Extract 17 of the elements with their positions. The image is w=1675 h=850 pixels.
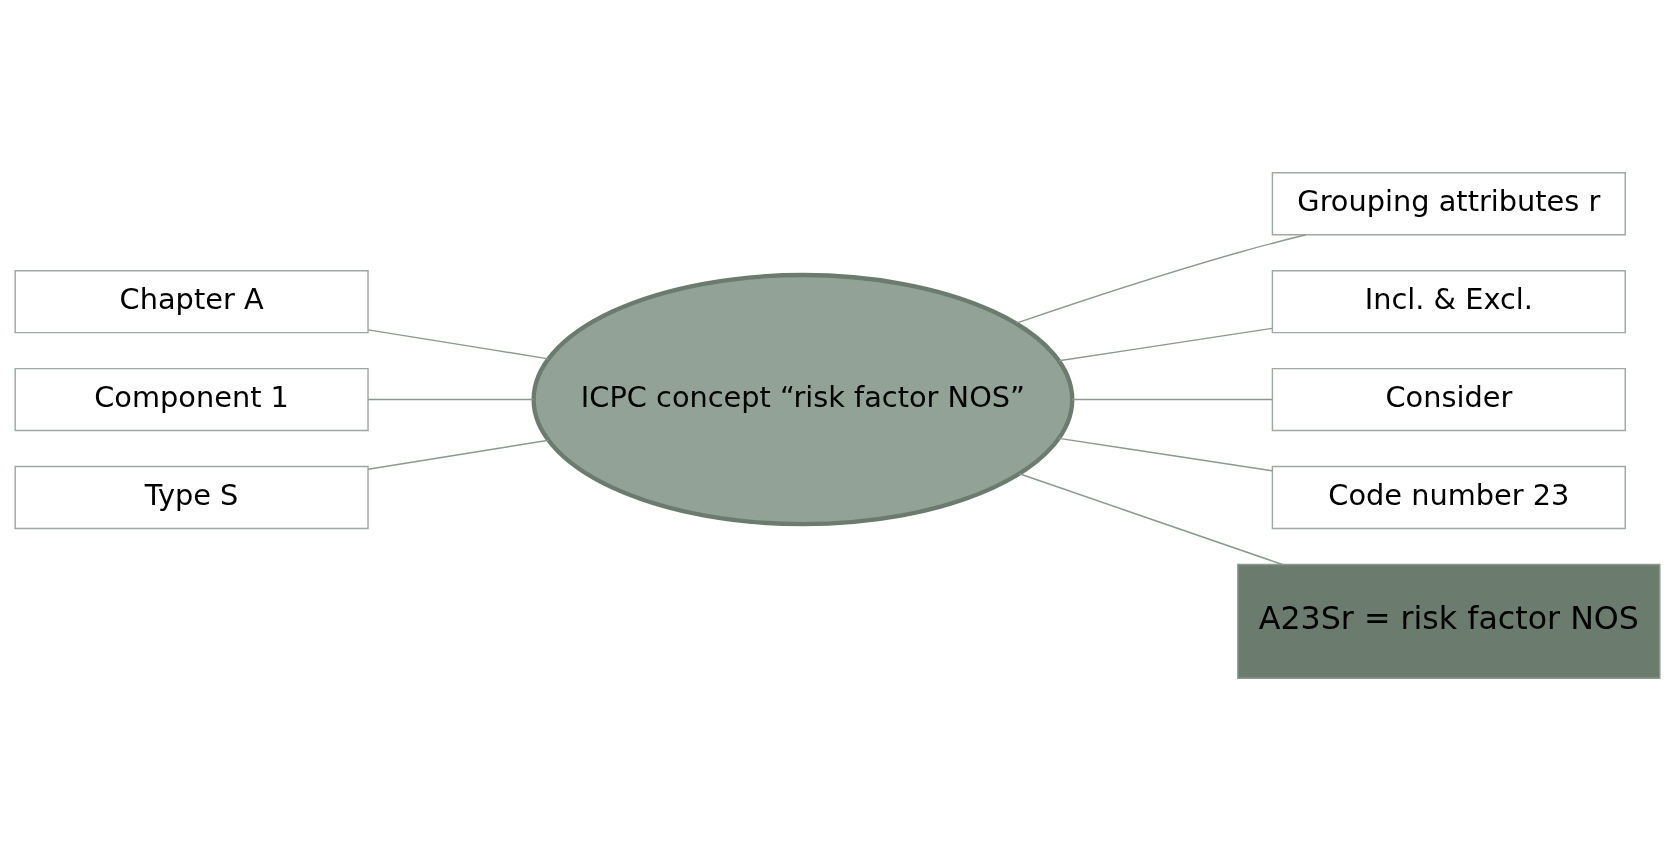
connector <box>367 439 550 470</box>
connector <box>1071 398 1274 400</box>
node-box: Consider <box>1271 367 1626 431</box>
node-box: Incl. & Excl. <box>1271 269 1626 333</box>
connector <box>1015 233 1307 324</box>
connector <box>1058 327 1273 362</box>
node-box: Code number 23 <box>1271 465 1626 529</box>
node-box: A23Sr = risk factor NOS <box>1237 563 1661 679</box>
connector <box>1058 437 1273 472</box>
node-box: Component 1 <box>14 367 369 431</box>
node-box: Grouping attributes r <box>1271 171 1626 235</box>
connector <box>1018 472 1284 565</box>
node-box: Type S <box>14 465 369 529</box>
connector <box>367 328 550 360</box>
connector <box>367 398 535 400</box>
node-box: Chapter A <box>14 269 369 333</box>
node-ellipse: ICPC concept “risk factor NOS” <box>531 272 1075 526</box>
